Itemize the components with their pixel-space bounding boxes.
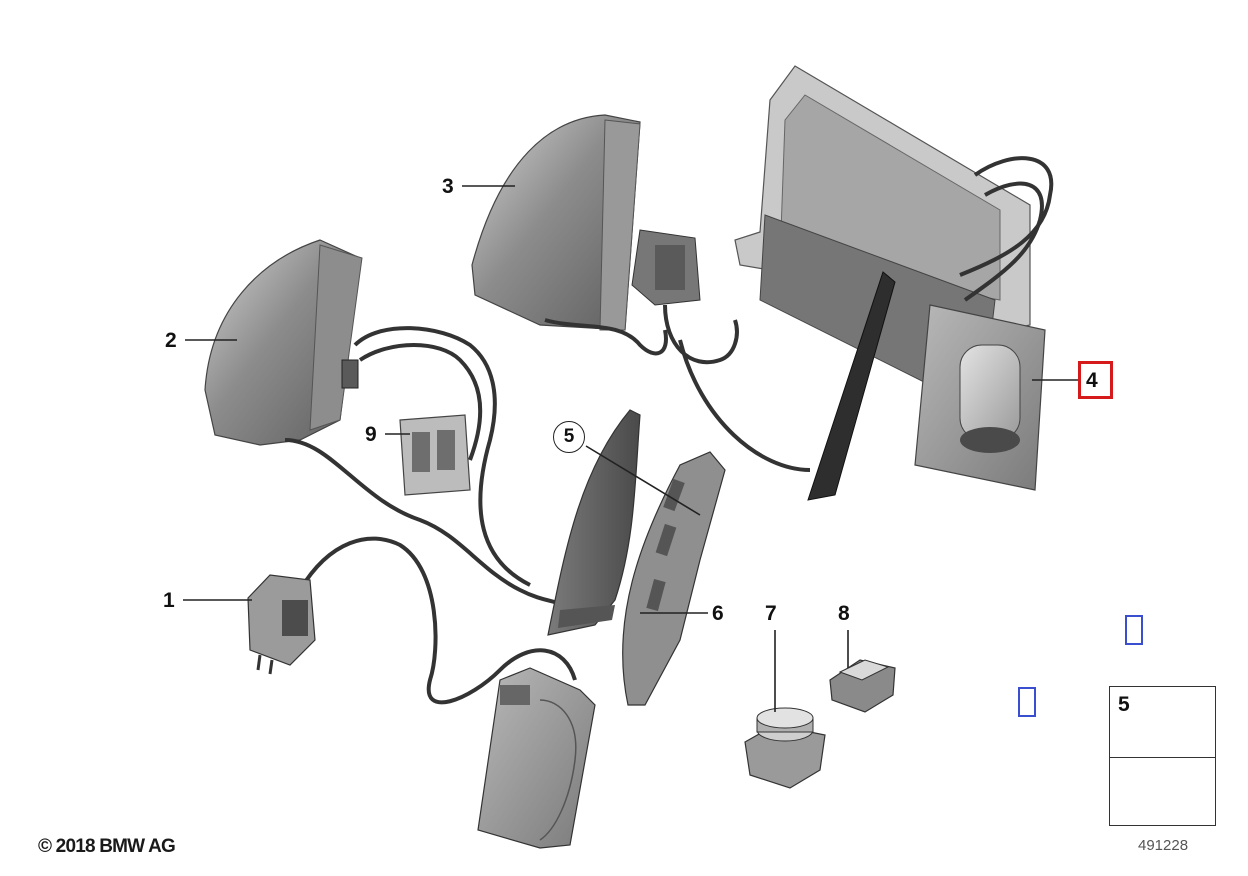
part-3-trim-panel bbox=[471, 114, 811, 472]
callout-1: 1 bbox=[163, 589, 175, 612]
callout-9: 9 bbox=[365, 423, 377, 446]
part-1-relay bbox=[247, 574, 316, 675]
part-8-switch bbox=[829, 659, 896, 713]
leader-lines bbox=[183, 185, 1078, 712]
callout-4: 4 bbox=[1086, 369, 1098, 392]
part-2-side-shell bbox=[204, 239, 363, 446]
motor-housing bbox=[477, 667, 596, 849]
legend-divider bbox=[1110, 757, 1215, 758]
copyright-text: © 2018 BMW AG bbox=[38, 836, 176, 857]
marker-box[interactable] bbox=[1018, 687, 1036, 717]
callout-3: 3 bbox=[442, 175, 454, 198]
fastener-legend-box: 5 bbox=[1109, 686, 1216, 826]
callout-8: 8 bbox=[838, 602, 850, 625]
callout-5-circled: 5 bbox=[553, 421, 585, 453]
part-7-switch bbox=[744, 707, 826, 789]
part-4-frame-assembly bbox=[734, 65, 1054, 501]
part-5-insert bbox=[547, 409, 641, 636]
wiring-harness bbox=[284, 326, 577, 705]
callout-4-highlight[interactable] bbox=[1078, 361, 1113, 399]
legend-part-number: 5 bbox=[1118, 693, 1130, 716]
marker-box[interactable] bbox=[1125, 615, 1143, 645]
callout-6: 6 bbox=[712, 602, 724, 625]
callout-2: 2 bbox=[165, 329, 177, 352]
diagram-number: 491228 bbox=[1138, 837, 1189, 854]
part-9-bracket bbox=[341, 359, 471, 496]
callout-7: 7 bbox=[765, 602, 777, 625]
part-6-lumbar bbox=[622, 451, 726, 706]
